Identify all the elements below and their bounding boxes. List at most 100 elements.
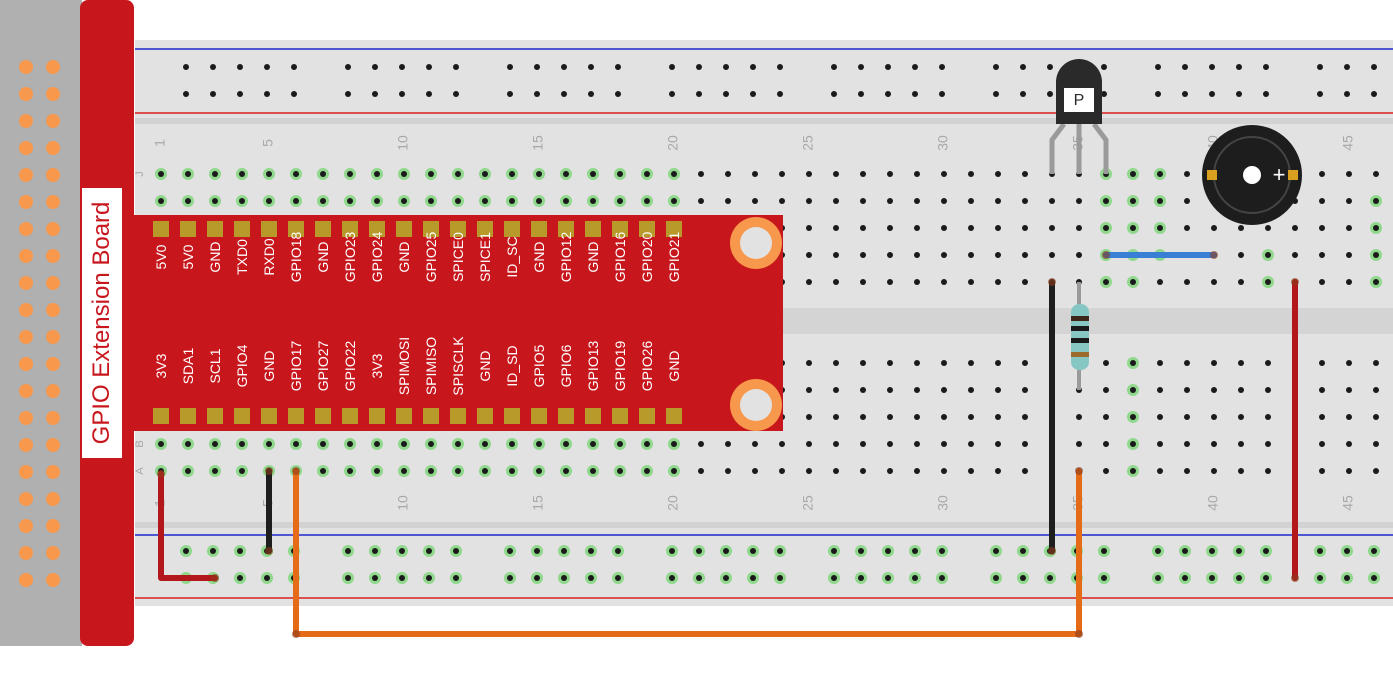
breadboard-hole (1319, 414, 1325, 420)
rail-hole (912, 91, 918, 97)
breadboard-hole (725, 441, 731, 447)
breadboard-hole (995, 360, 1001, 366)
extension-pin (450, 408, 466, 424)
wire-end (1075, 467, 1083, 475)
rail-hole (831, 575, 837, 581)
breadboard-hole (968, 360, 974, 366)
breadboard-hole (941, 171, 947, 177)
breadboard-hole (1022, 252, 1028, 258)
breadboard-hole (1346, 468, 1352, 474)
breadboard-hole (1319, 252, 1325, 258)
rail-hole (750, 575, 756, 581)
rail-hole (345, 64, 351, 70)
breadboard-hole (482, 198, 488, 204)
breadboard-hole (914, 414, 920, 420)
header-pin (46, 384, 60, 398)
rail-hole (561, 548, 567, 554)
breadboard-hole (806, 198, 812, 204)
breadboard-hole (860, 387, 866, 393)
breadboard-hole (1130, 387, 1136, 393)
header-pin (46, 519, 60, 533)
breadboard-hole (833, 225, 839, 231)
breadboard-hole (1319, 360, 1325, 366)
column-number-top: 5 (260, 139, 276, 147)
breadboard-hole (941, 279, 947, 285)
header-pin (46, 492, 60, 506)
header-pin (46, 276, 60, 290)
rail-hole (1047, 64, 1053, 70)
breadboard-hole (725, 198, 731, 204)
header-pin (19, 519, 33, 533)
extension-pin (369, 221, 385, 237)
rail-hole (1182, 91, 1188, 97)
rail-hole (183, 64, 189, 70)
rail-hole (669, 64, 675, 70)
breadboard-hole (1211, 414, 1217, 420)
rail-hole (1236, 91, 1242, 97)
extension-pin (423, 221, 439, 237)
rail-hole (615, 548, 621, 554)
rail-hole (696, 548, 702, 554)
breadboard-hole (779, 441, 785, 447)
rail-hole (372, 91, 378, 97)
rail-hole (777, 575, 783, 581)
rail-hole (345, 575, 351, 581)
breadboard-hole (887, 468, 893, 474)
breadboard-hole (1157, 279, 1163, 285)
rail-hole (426, 548, 432, 554)
header-pin (46, 357, 60, 371)
breadboard-hole (1103, 225, 1109, 231)
breadboard-hole (887, 387, 893, 393)
breadboard-hole (1346, 171, 1352, 177)
column-number-top: 30 (935, 135, 951, 151)
breadboard-hole (887, 441, 893, 447)
header-pin (46, 330, 60, 344)
breadboard-hole (1022, 171, 1028, 177)
breadboard-hole (320, 468, 326, 474)
breadboard-hole (914, 252, 920, 258)
breadboard-hole (698, 198, 704, 204)
rail-hole (1182, 64, 1188, 70)
extension-pin (180, 408, 196, 424)
rail-hole (615, 91, 621, 97)
rail-hole (507, 64, 513, 70)
header-pin (19, 114, 33, 128)
resistor-body (1071, 304, 1089, 370)
breadboard-hole (995, 441, 1001, 447)
rail-hole (588, 548, 594, 554)
breadboard-hole (185, 441, 191, 447)
extension-pin (288, 408, 304, 424)
rail-hole (1236, 64, 1242, 70)
breadboard-hole (1103, 198, 1109, 204)
breadboard-hole (1373, 252, 1379, 258)
breadboard-hole (725, 468, 731, 474)
breadboard-hole (1319, 387, 1325, 393)
rail-hole (939, 548, 945, 554)
rail-hole (1344, 548, 1350, 554)
breadboard-hole (1373, 171, 1379, 177)
rail-hole (1209, 91, 1215, 97)
breadboard-hole (941, 414, 947, 420)
wire-end (211, 574, 219, 582)
rail-hole (831, 91, 837, 97)
rail-hole (534, 64, 540, 70)
breadboard-hole (1184, 360, 1190, 366)
breadboard-hole (1265, 252, 1271, 258)
breadboard-hole (833, 468, 839, 474)
extension-pin (207, 221, 223, 237)
rail-hole (723, 64, 729, 70)
breadboard-hole (347, 441, 353, 447)
rail-hole (1317, 575, 1323, 581)
breadboard-hole (779, 468, 785, 474)
rail-hole (507, 91, 513, 97)
breadboard-hole (860, 171, 866, 177)
breadboard-hole (320, 171, 326, 177)
rail-hole (1236, 575, 1242, 581)
rail-hole (1182, 548, 1188, 554)
extension-pin (585, 408, 601, 424)
rail-hole (399, 575, 405, 581)
column-number-top: 1 (152, 139, 168, 147)
header-pin (19, 438, 33, 452)
breadboard-hole (1346, 360, 1352, 366)
breadboard-hole (293, 171, 299, 177)
